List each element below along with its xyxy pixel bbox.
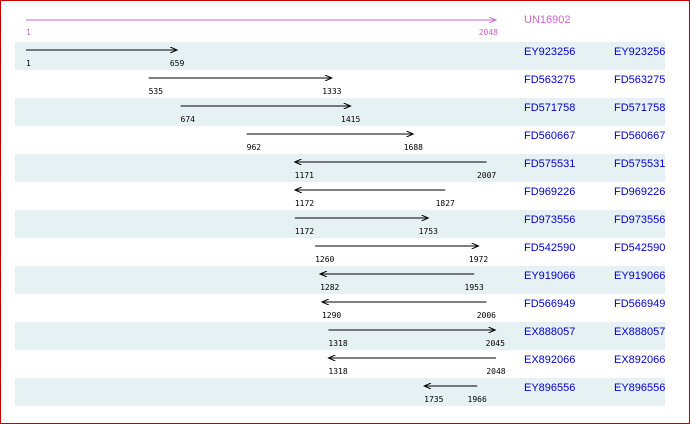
alignment-start-label: 962 bbox=[247, 143, 262, 152]
alignment-id-link-secondary[interactable]: EX888057 bbox=[614, 326, 666, 338]
alignment-id-link[interactable]: FD571758 bbox=[524, 102, 576, 114]
alignment-id-link[interactable]: EY923256 bbox=[524, 46, 576, 58]
alignment-row bbox=[15, 378, 665, 406]
alignment-start-label: 1290 bbox=[322, 311, 341, 320]
alignment-id-link-secondary[interactable]: EY896556 bbox=[614, 382, 666, 394]
alignment-start-label: 1172 bbox=[295, 199, 314, 208]
alignment-id-link-secondary[interactable]: FD571758 bbox=[614, 102, 666, 114]
alignment-start-label: 1318 bbox=[328, 367, 347, 376]
alignment-start-label: 1171 bbox=[295, 171, 314, 180]
alignment-end-label: 659 bbox=[170, 59, 185, 68]
alignment-end-label: 2045 bbox=[486, 339, 505, 348]
alignment-row bbox=[15, 42, 665, 70]
reference-end-label: 2048 bbox=[479, 28, 498, 37]
alignment-end-label: 1827 bbox=[436, 199, 455, 208]
alignment-id-link-secondary[interactable]: EX892066 bbox=[614, 354, 666, 366]
alignment-id-link[interactable]: FD969226 bbox=[524, 186, 576, 198]
alignment-id-link[interactable]: FD973556 bbox=[524, 214, 576, 226]
alignment-id-link[interactable]: FD542590 bbox=[524, 242, 576, 254]
alignment-id-link[interactable]: FD566949 bbox=[524, 298, 576, 310]
alignment-start-label: 1318 bbox=[328, 339, 347, 348]
alignment-end-label: 1415 bbox=[341, 115, 360, 124]
alignment-id-link[interactable]: FD575531 bbox=[524, 158, 576, 170]
alignment-row bbox=[15, 154, 665, 182]
alignment-row bbox=[15, 266, 665, 294]
alignment-end-label: 1972 bbox=[469, 255, 488, 264]
alignment-id-link[interactable]: FD560667 bbox=[524, 130, 576, 142]
reference-start-label: 1 bbox=[26, 28, 31, 37]
alignment-id-link-secondary[interactable]: FD542590 bbox=[614, 242, 666, 254]
alignment-id-link-secondary[interactable]: FD563275 bbox=[614, 74, 666, 86]
alignment-end-label: 1966 bbox=[468, 395, 487, 404]
alignment-end-label: 2048 bbox=[486, 367, 505, 376]
alignment-end-label: 1953 bbox=[465, 283, 484, 292]
alignment-id-link-secondary[interactable]: FD969226 bbox=[614, 186, 666, 198]
alignment-id-link-secondary[interactable]: FD575531 bbox=[614, 158, 666, 170]
alignment-id-link-secondary[interactable]: FD560667 bbox=[614, 130, 666, 142]
alignment-start-label: 1282 bbox=[320, 283, 339, 292]
alignment-row bbox=[15, 98, 665, 126]
alignment-row bbox=[15, 322, 665, 350]
reference-id-link[interactable]: UN16902 bbox=[524, 14, 571, 26]
alignment-start-label: 1172 bbox=[295, 227, 314, 236]
alignment-end-label: 1333 bbox=[322, 87, 341, 96]
alignment-id-link-secondary[interactable]: FD973556 bbox=[614, 214, 666, 226]
alignment-start-label: 1735 bbox=[424, 395, 443, 404]
row-backgrounds bbox=[15, 42, 665, 406]
alignment-id-link[interactable]: EY896556 bbox=[524, 382, 576, 394]
alignment-id-link[interactable]: EX888057 bbox=[524, 326, 576, 338]
alignment-end-label: 1753 bbox=[419, 227, 438, 236]
alignment-end-label: 1688 bbox=[404, 143, 423, 152]
alignment-id-link-secondary[interactable]: EY919066 bbox=[614, 270, 666, 282]
alignment-end-label: 2006 bbox=[477, 311, 496, 320]
alignment-id-link-secondary[interactable]: FD566949 bbox=[614, 298, 666, 310]
alignment-id-link[interactable]: EY919066 bbox=[524, 270, 576, 282]
alignment-id-link-secondary[interactable]: EY923256 bbox=[614, 46, 666, 58]
alignment-start-label: 535 bbox=[149, 87, 164, 96]
alignment-id-link[interactable]: FD563275 bbox=[524, 74, 576, 86]
alignment-end-label: 2007 bbox=[477, 171, 496, 180]
alignment-start-label: 1260 bbox=[315, 255, 334, 264]
alignment-id-link[interactable]: EX892066 bbox=[524, 354, 576, 366]
alignment-row bbox=[15, 210, 665, 238]
alignment-start-label: 1 bbox=[26, 59, 31, 68]
alignment-start-label: 674 bbox=[181, 115, 196, 124]
